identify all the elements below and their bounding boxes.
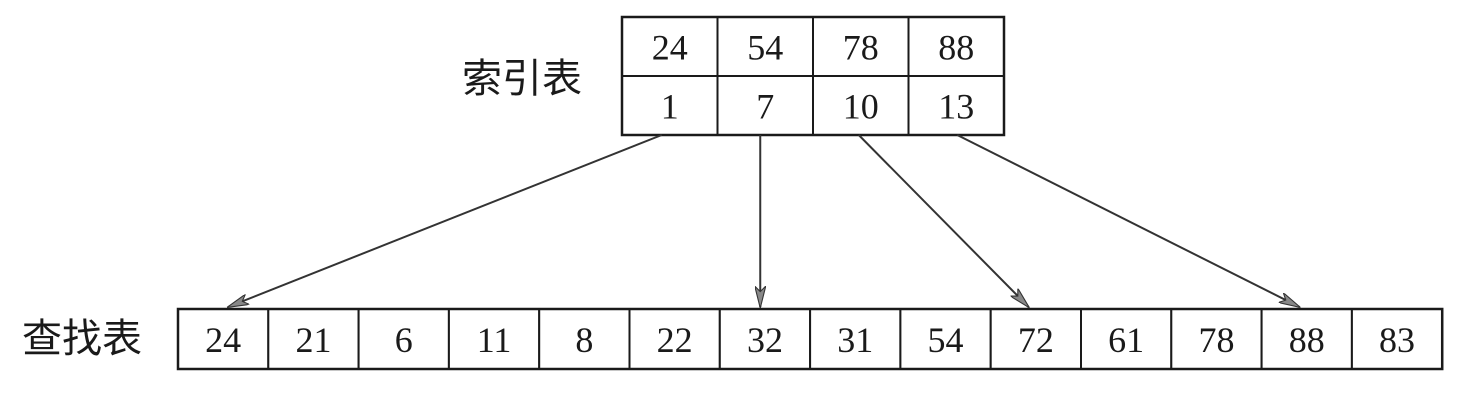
lookup-cell bbox=[628, 308, 721, 370]
lookup-cell bbox=[538, 308, 631, 370]
lookup-cell-text: 83 bbox=[1379, 320, 1415, 360]
lookup-cell-text: 54 bbox=[928, 320, 964, 360]
lookup-cell bbox=[1260, 308, 1353, 370]
lookup-cell-text: 88 bbox=[1289, 320, 1325, 360]
index-table: 24 54 78 88 1 7 10 13 bbox=[620, 15, 1006, 137]
lookup-cell-text: 6 bbox=[395, 320, 413, 360]
lookup-cell-text: 61 bbox=[1108, 320, 1144, 360]
lookup-cell-text: 11 bbox=[477, 320, 512, 360]
index-key-text: 24 bbox=[652, 28, 688, 68]
index-address-text: 1 bbox=[661, 87, 679, 127]
lookup-cell bbox=[1350, 308, 1444, 370]
index-table-border bbox=[620, 15, 1006, 137]
index-address-cell bbox=[716, 75, 814, 136]
index-key-text: 54 bbox=[747, 28, 783, 68]
lookup-cell-text: 24 bbox=[205, 320, 241, 360]
lookup-cell-text: 21 bbox=[295, 320, 331, 360]
pointer-arrow bbox=[228, 134, 663, 307]
lookup-table: 24 21 6 11 8 22 32 31 54 72 61 78 88 83 bbox=[176, 307, 1444, 371]
lookup-cell-text: 32 bbox=[747, 320, 783, 360]
index-address-text: 13 bbox=[938, 87, 974, 127]
lookup-cell bbox=[899, 308, 992, 370]
index-key-cell bbox=[716, 16, 814, 77]
index-address-text: 10 bbox=[843, 87, 879, 127]
pointer-arrow bbox=[858, 134, 1029, 307]
pointer-arrow bbox=[956, 134, 1299, 307]
index-key-text: 78 bbox=[843, 28, 879, 68]
index-key-text: 88 bbox=[938, 28, 974, 68]
index-address-text: 7 bbox=[756, 87, 774, 127]
lookup-cell-text: 8 bbox=[575, 320, 593, 360]
index-table-label: 索引表 bbox=[462, 56, 582, 102]
lookup-cell bbox=[718, 308, 812, 370]
lookup-table-label: 查找表 bbox=[22, 316, 142, 362]
lookup-cell-text: 78 bbox=[1198, 320, 1234, 360]
index-address-cell bbox=[907, 75, 1005, 136]
lookup-cell bbox=[989, 308, 1083, 370]
lookup-table-border bbox=[176, 307, 1444, 371]
lookup-cell-text: 22 bbox=[657, 320, 693, 360]
pointer-arrows bbox=[228, 134, 1300, 307]
lookup-cell-text: 31 bbox=[837, 320, 873, 360]
lookup-cell-text: 72 bbox=[1018, 320, 1054, 360]
